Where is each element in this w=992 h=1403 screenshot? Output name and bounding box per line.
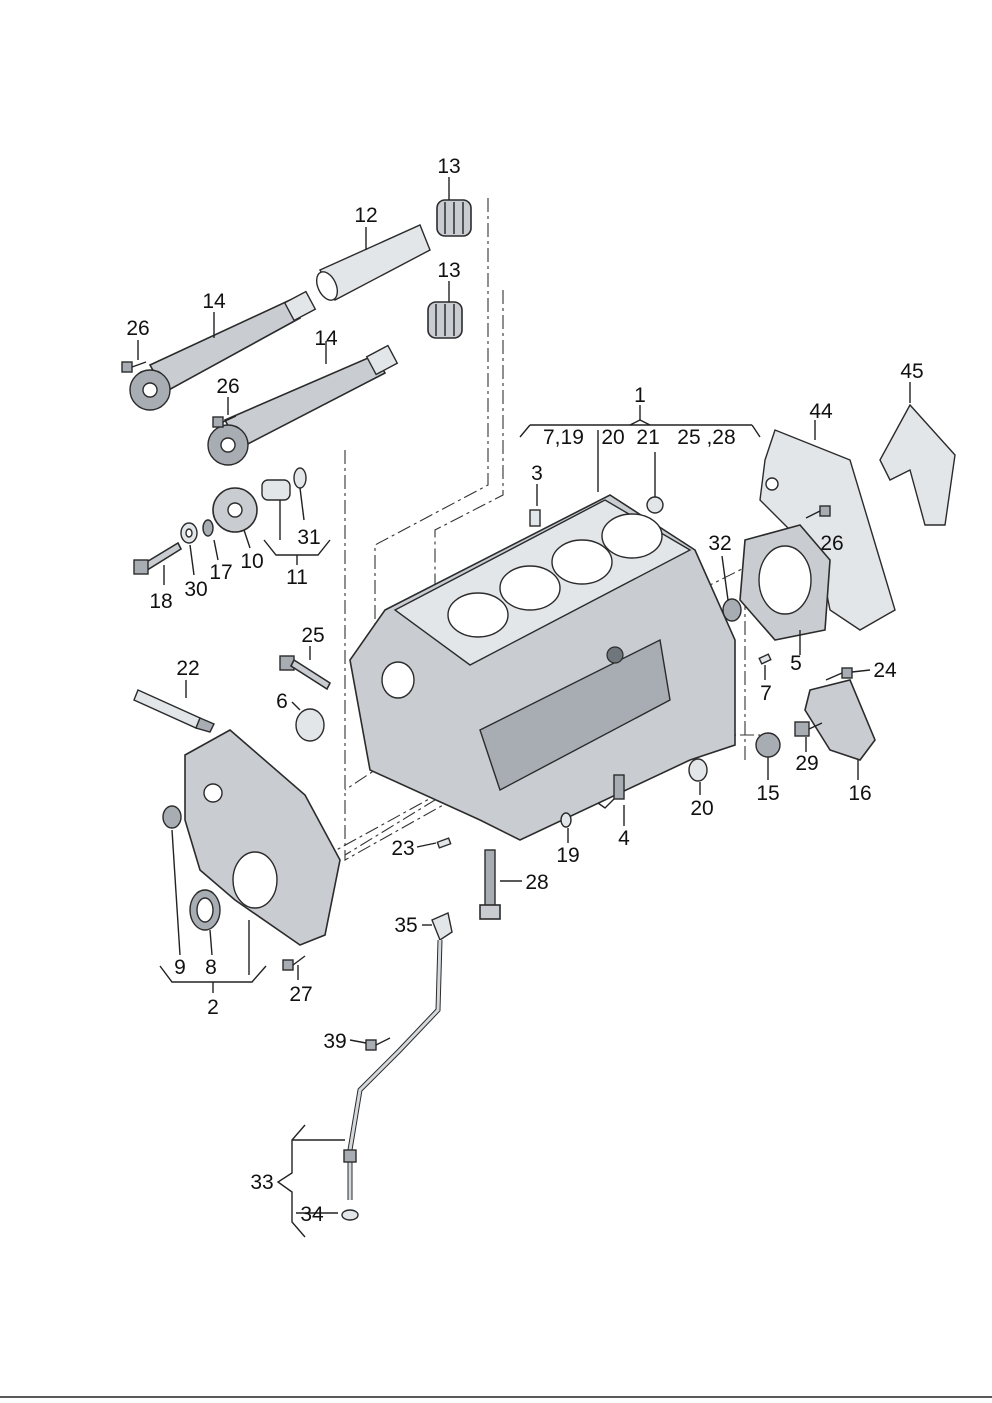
label-45: 45: [900, 360, 923, 383]
label-24: 24: [873, 659, 897, 682]
label-44: 44: [809, 400, 833, 423]
bolt-18: [133, 541, 183, 575]
balance-shaft-lower: [207, 344, 399, 466]
bolt-26b: [212, 415, 237, 428]
label-14-upper: 14: [202, 290, 226, 313]
label-35: 35: [394, 914, 417, 937]
label-4: 4: [618, 827, 630, 850]
label-26-upper: 26: [126, 317, 149, 340]
label-14-lower: 14: [314, 327, 338, 350]
label-29: 29: [795, 752, 818, 775]
bolt-26a: [121, 361, 147, 373]
label-28: 28: [525, 871, 548, 894]
needle-bearing-13a: [436, 199, 472, 237]
seal-9: [162, 805, 182, 829]
needle-bearing-13b: [427, 301, 463, 339]
pin-7: [758, 653, 772, 665]
bolt-28: [479, 849, 501, 920]
gear-10: [212, 487, 258, 533]
plug-20: [688, 758, 708, 782]
leader-lines: [137, 177, 911, 1238]
label-26-middle: 26: [216, 375, 239, 398]
o-ring-31: [293, 467, 307, 489]
bolt-25: [279, 655, 332, 691]
label-25: 25: [301, 624, 324, 647]
label-1-sublist: 7,19 20 21 25 ,28: [543, 426, 736, 449]
label-20: 20: [690, 797, 713, 820]
label-8: 8: [205, 956, 217, 979]
bush-11: [261, 479, 291, 501]
label-3: 3: [531, 462, 543, 485]
washer-17: [202, 519, 214, 537]
seal-8: [189, 889, 221, 931]
label-9: 9: [174, 956, 186, 979]
label-11: 11: [286, 566, 308, 589]
label-12: 12: [354, 204, 377, 227]
cylinder-block: [349, 494, 736, 841]
label-2: 2: [207, 996, 219, 1019]
label-5: 5: [790, 652, 802, 675]
label-32: 32: [708, 532, 731, 555]
cap-15: [755, 732, 781, 758]
sleeve-3: [529, 509, 541, 527]
label-18: 18: [149, 590, 172, 613]
plug-29: [794, 721, 823, 737]
label-30: 30: [184, 578, 207, 601]
label-27: 27: [289, 983, 312, 1006]
label-7: 7: [760, 682, 772, 705]
seal-32: [722, 598, 742, 622]
balance-shaft-upper: [129, 290, 317, 411]
pin-23: [436, 837, 452, 849]
tube-12: [315, 224, 431, 301]
cover-plate-45: [879, 403, 956, 526]
label-10: 10: [240, 550, 263, 573]
label-16: 16: [848, 782, 871, 805]
sensor-4: [597, 774, 625, 809]
rear-plate-44: [759, 429, 896, 631]
label-26-right: 26: [820, 532, 843, 555]
label-34: 34: [300, 1203, 324, 1226]
label-39: 39: [323, 1030, 346, 1053]
bolt-24: [825, 667, 853, 681]
ring-19: [560, 812, 572, 828]
label-19: 19: [556, 844, 579, 867]
bolt-27: [282, 955, 306, 971]
bolt-26c: [805, 505, 831, 519]
housing-16: [804, 679, 876, 761]
label-23: 23: [391, 837, 414, 860]
bolt-39: [365, 1037, 391, 1051]
callout-labels: 1 7,19 20 21 25 ,28 2 3 4 5 6 7 8 9 10 1…: [126, 155, 923, 1226]
label-1: 1: [634, 384, 646, 407]
label-31: 31: [297, 526, 320, 549]
label-33: 33: [250, 1171, 273, 1194]
washer-30: [180, 522, 198, 544]
label-13-lower: 13: [437, 259, 460, 282]
dipstick-guide-tube: [341, 912, 453, 1221]
sealant-tube-22: [133, 689, 215, 733]
label-15: 15: [756, 782, 779, 805]
plug-21: [646, 496, 664, 514]
label-13-upper: 13: [437, 155, 460, 178]
seal-flange-5: [739, 524, 831, 641]
seal-6: [295, 708, 325, 742]
timing-cover-2: [184, 729, 341, 946]
label-17: 17: [209, 561, 232, 584]
label-22: 22: [176, 657, 199, 680]
label-6: 6: [276, 690, 288, 713]
